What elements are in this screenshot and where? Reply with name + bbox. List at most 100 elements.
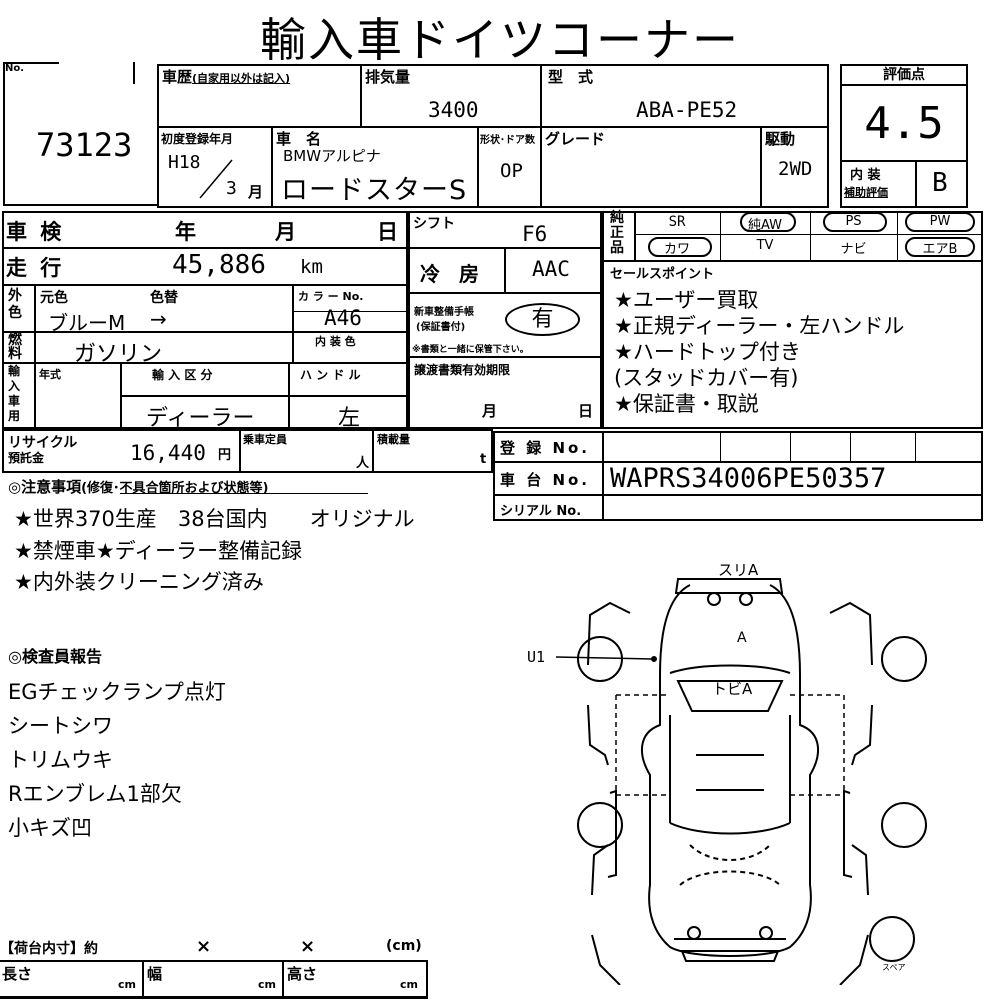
diagram-label-hood2: トビA — [712, 680, 753, 698]
sales-point-5: ★保証書・取説 — [614, 392, 759, 416]
capacity-label: 乗車定員 — [243, 433, 287, 446]
displacement-value: 3400 — [428, 98, 479, 122]
wheel-front-left — [577, 636, 623, 682]
caution-note-3: ★内外装クリーニング済み — [14, 570, 264, 594]
cargo-x1: × — [196, 936, 212, 957]
shaken-month-label: 月 — [275, 220, 296, 244]
orig-color-label: 元色 — [40, 290, 68, 306]
orig-color: ブルーM — [48, 311, 126, 335]
option-ps-circle — [823, 212, 887, 232]
option-tv: TV — [756, 238, 774, 253]
option-pw: PW — [929, 214, 951, 229]
sales-point-3: ★ハードトップ付き — [614, 340, 801, 364]
width-unit: cm — [258, 978, 276, 991]
inspector-title: ◎検査員報告 — [8, 647, 102, 666]
maint-value: 有 — [505, 303, 580, 336]
cargo-unit: (cm) — [386, 938, 422, 954]
page-title: 輸入車ドイツコーナー — [260, 13, 740, 67]
inspector-note-2: シートシワ — [8, 714, 113, 738]
shift-table — [408, 211, 602, 429]
option-leather-circle — [648, 237, 712, 257]
registration-table — [493, 431, 983, 521]
left-fender — [587, 601, 631, 666]
wheel-front-right — [881, 636, 927, 682]
spare-wheel — [869, 916, 915, 962]
option-aw-circle — [740, 212, 796, 232]
score-value: 4.5 — [864, 98, 944, 149]
inspector-note-1: EGチェックランプ点灯 — [8, 680, 226, 704]
option-ps: PS — [845, 214, 862, 229]
first-reg-year: H18 — [168, 152, 201, 173]
interior-color-label: 内 装 色 — [315, 335, 356, 348]
recycle-sub: 預託金 — [8, 451, 45, 465]
front-lamp-right — [739, 592, 753, 606]
color-no-label: カ ラ ー No. — [298, 290, 364, 303]
rear-lamp-left — [687, 926, 701, 940]
cargo-title: 【荷台内寸】約 — [0, 941, 98, 957]
interior-sub: 補助評価 — [844, 186, 888, 199]
right-fender — [829, 601, 873, 666]
option-leather: カワ — [663, 242, 690, 257]
handle-value: 左 — [338, 406, 361, 431]
option-aw: 純AW — [747, 218, 783, 233]
chassis-no: WAPRS34006PE50357 — [610, 463, 887, 494]
car-body-outline — [640, 584, 820, 957]
serial-label: シリアル No. — [500, 504, 582, 519]
diagram-label-hood: A — [737, 630, 747, 646]
front-lamp-left — [707, 592, 721, 606]
inspector-note-3: トリムウキ — [8, 748, 113, 772]
fuel-label: 燃料 — [8, 332, 22, 362]
body-doors: OP — [500, 160, 523, 182]
maint-note: ※書類と一緒に保管下さい。 — [412, 345, 529, 355]
shift-label: シフト — [413, 216, 455, 232]
option-sr: SR — [668, 214, 686, 230]
import-side-label: 輸入車用 — [8, 364, 21, 423]
width-label: 幅 — [147, 965, 163, 983]
model-code: ABA-PE52 — [636, 98, 738, 122]
model-year-label: 年式 — [39, 368, 61, 381]
wheel-rear-right — [881, 802, 927, 848]
ac-value: AAC — [532, 257, 570, 281]
caution-note-2: ★禁煙車★ディーラー整備記録 — [14, 539, 303, 563]
import-type: ディーラー — [146, 406, 255, 431]
shaken-year-label: 年 — [175, 220, 196, 244]
recycle-amount: 16,440 — [130, 441, 206, 465]
options-label: 純正品 — [610, 210, 624, 256]
repaint-label: 色替 — [150, 290, 178, 306]
option-airbag: エアB — [922, 242, 958, 257]
diagram-label-roof: スリA — [718, 561, 759, 579]
no-label: No. — [5, 63, 25, 74]
color-side-label: 外色 — [8, 288, 22, 321]
length-label: 長さ — [2, 965, 33, 983]
front-bumper — [674, 578, 784, 594]
options-table — [602, 211, 983, 429]
drive-label: 駆動 — [765, 130, 796, 148]
rear-lamp-right — [759, 926, 773, 940]
inspection-table — [2, 211, 408, 429]
fuel-value: ガソリン — [74, 342, 163, 367]
transfer-day: 日 — [578, 402, 594, 420]
height-label: 高さ — [287, 965, 318, 983]
car-name: ロードスターS — [281, 175, 468, 206]
import-type-label: 輸 入 区 分 — [152, 368, 213, 382]
mileage-value: 45,886 — [172, 250, 266, 280]
score-label: 評価点 — [840, 64, 968, 86]
sales-point-1: ★ユーザー買取 — [614, 288, 759, 312]
handle-label: ハ ン ド ル — [300, 368, 361, 382]
inspector-note-5: 小キズ凹 — [8, 816, 92, 840]
windshield — [676, 680, 784, 712]
shift-value: F6 — [522, 222, 548, 246]
sales-point-4: (スタッドカバー有) — [614, 366, 799, 390]
load-label: 積載量 — [377, 433, 410, 446]
repaint-arrow: → — [150, 307, 167, 331]
diagram-label-left: U1 — [527, 648, 546, 666]
drive-value: 2WD — [778, 158, 813, 180]
hood-line — [669, 664, 791, 674]
diagram-label-spare: スペア — [882, 963, 906, 972]
transfer-month: 月 — [482, 402, 498, 420]
vehicle-info-table — [157, 64, 829, 208]
car-maker: BMWアルピナ — [283, 147, 381, 165]
reg-no-label: 登 録 No. — [500, 439, 591, 457]
color-no: A46 — [324, 306, 362, 330]
maint-sub: (保証書付) — [416, 322, 466, 333]
